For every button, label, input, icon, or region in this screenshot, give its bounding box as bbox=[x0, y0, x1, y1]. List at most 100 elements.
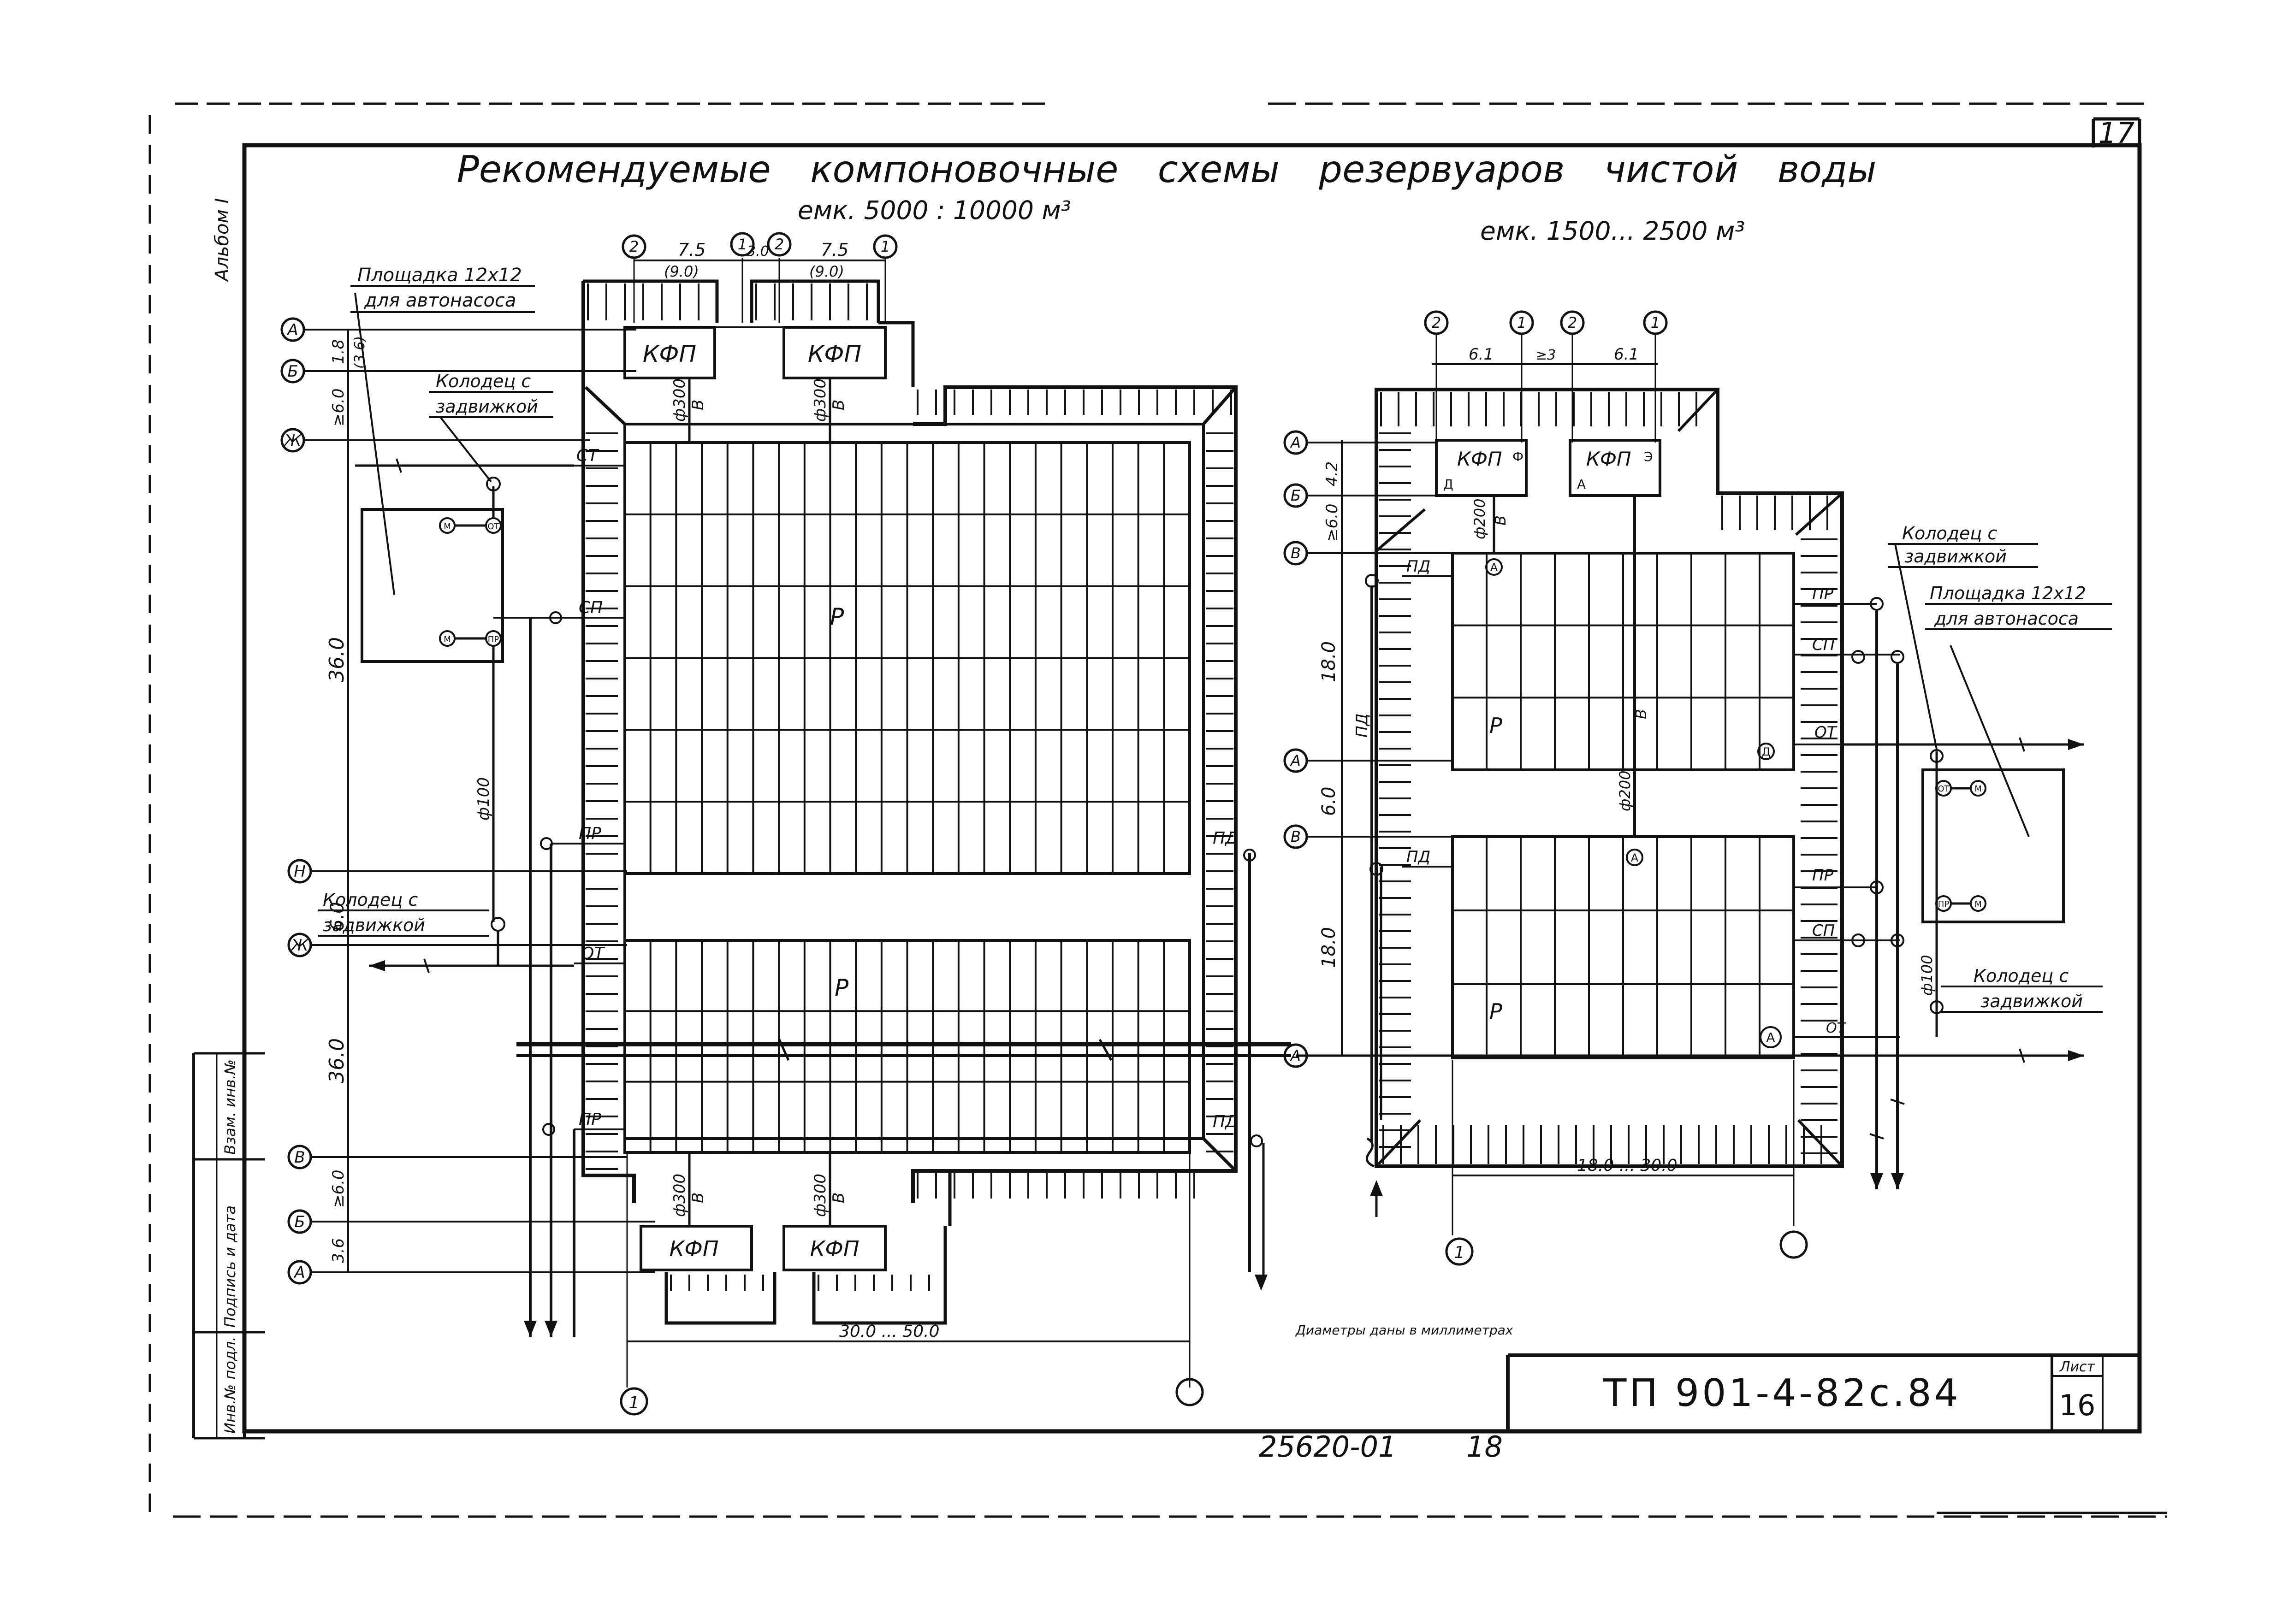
axis-label: А bbox=[1290, 434, 1301, 451]
right-valve-well-bottom-1: Колодец с bbox=[1974, 966, 2069, 986]
left-top-dim-3: 3.0 bbox=[747, 243, 769, 260]
left-bottom-axis-1: 1 bbox=[629, 1394, 640, 1412]
left-valve-well-top-1: Колодец с bbox=[436, 371, 531, 391]
album-label: Альбом I bbox=[212, 198, 233, 283]
axis-label: 1 bbox=[1651, 314, 1660, 331]
right-bottom-dim: 18.0 ... 30.0 bbox=[1577, 1156, 1678, 1175]
axis-label: А bbox=[1290, 1047, 1301, 1064]
left-well-mark-4: ПР bbox=[488, 635, 499, 644]
right-mark-3: А bbox=[1631, 851, 1639, 864]
right-mark-2: Д bbox=[1762, 745, 1771, 758]
right-dim-6-0: 6.0 bbox=[1318, 786, 1340, 816]
title-block bbox=[1506, 1353, 2140, 1431]
right-scheme: КФП КФП Ф Д Э А ф200 В ф200 В Р Р А Д А … bbox=[1283, 310, 2112, 1266]
footnote: Диаметры даны в миллиметрах bbox=[1295, 1323, 1513, 1338]
axis-label: 2 bbox=[1432, 314, 1441, 331]
right-port-pd-1: ПД bbox=[1406, 557, 1430, 576]
pipe-bottom-2-diameter: ф300 bbox=[811, 1174, 830, 1217]
axis-label: Б bbox=[287, 362, 298, 381]
right-platform-label-2: для автонасоса bbox=[1934, 608, 2079, 629]
pipe-bottom-2-letter: В bbox=[830, 1193, 848, 1203]
right-top-dim-1: 6.1 bbox=[1469, 345, 1494, 364]
upper-reservoir-grid bbox=[625, 443, 1190, 874]
right-port-ot-2: ОТ bbox=[1826, 1020, 1847, 1036]
left-bottom-dim: 30.0 ... 50.0 bbox=[839, 1322, 940, 1341]
right-kfp-2-label: КФП bbox=[1586, 448, 1631, 470]
right-dim-18b: 18.0 bbox=[1318, 927, 1340, 968]
inventory-page: 18 bbox=[1466, 1430, 1503, 1464]
right-capacity: емк. 1500... 2500 м³ bbox=[1480, 216, 1745, 246]
axis-bubble bbox=[730, 232, 755, 257]
right-port-sp-1: СП bbox=[1812, 636, 1835, 654]
kfp-top-1-label: КФП bbox=[643, 341, 696, 367]
right-platform-label-1: Площадка 12х12 bbox=[1930, 583, 2086, 603]
port-sp: СП bbox=[579, 598, 603, 617]
sheet-number: 17 bbox=[2098, 116, 2135, 150]
right-port-pr-1: ПР bbox=[1812, 585, 1834, 603]
left-well-mark-3: М bbox=[444, 635, 451, 644]
pipe-top-2-letter: В bbox=[830, 400, 848, 410]
right-top-dim-3: 6.1 bbox=[1614, 345, 1639, 364]
right-pipe-diameter-1: ф200 bbox=[1471, 499, 1488, 539]
left-bank-hatch bbox=[586, 432, 618, 1170]
axis-label: А bbox=[286, 321, 298, 339]
right-upper-reservoir-grid bbox=[1452, 553, 1794, 770]
right-reservoir-upper-label: Р bbox=[1489, 713, 1502, 738]
left-platform-label-2: для автонасоса bbox=[364, 290, 516, 311]
document-code: ТП 901-4-82с.84 bbox=[1603, 1371, 1961, 1415]
list-number: 16 bbox=[2059, 1388, 2096, 1422]
right-port-ot-1: ОТ bbox=[1814, 723, 1838, 742]
axis-bubble bbox=[1643, 310, 1668, 335]
axis-bubble bbox=[873, 234, 898, 259]
left-valve-well-top-2: задвижкой bbox=[436, 396, 538, 417]
right-kfp-1-label: КФП bbox=[1457, 448, 1502, 470]
axis-bubble bbox=[622, 234, 646, 259]
right-dim-18a: 18.0 bbox=[1318, 641, 1340, 682]
left-valve-well-mid-2: задвижкой bbox=[323, 915, 425, 935]
pipe-top-1-letter: В bbox=[689, 400, 707, 410]
left-platform-label-1: Площадка 12х12 bbox=[357, 265, 522, 286]
right-pipe-diameter-2: ф200 bbox=[1616, 771, 1634, 811]
left-reservoir-lower-label: Р bbox=[835, 974, 849, 1001]
right-top-dim-2: ≥3 bbox=[1535, 347, 1556, 363]
right-pipe-letter-2: В bbox=[1632, 709, 1650, 719]
pipe-top-1-diameter: ф300 bbox=[670, 378, 689, 422]
axis-label: Ж bbox=[290, 936, 309, 955]
kfp-top-2-label: КФП bbox=[808, 341, 861, 367]
axis-label: Н bbox=[294, 862, 306, 881]
side-stamp: Инв.№ подл. Подпись и дата Взам. инв.№ bbox=[192, 1052, 265, 1440]
pipe-bottom-1-diameter: ф300 bbox=[670, 1174, 689, 1217]
left-dim-6-0b: ≥6.0 bbox=[329, 1169, 348, 1208]
right-dim-4-2: 4.2 bbox=[1323, 461, 1341, 486]
port-st: СТ bbox=[576, 446, 599, 465]
axis-label: А bbox=[1290, 752, 1301, 769]
left-dim-6-0: 6.0 bbox=[327, 902, 348, 931]
axis-label: 1 bbox=[1517, 314, 1526, 331]
right-well-mark-1: ОТ bbox=[1938, 784, 1950, 794]
left-capacity: емк. 5000 : 10000 м³ bbox=[798, 195, 1071, 225]
right-bank-hatch bbox=[1379, 392, 1838, 1164]
port-pr-2: ПР bbox=[579, 1110, 601, 1129]
right-bank-hatch bbox=[1206, 432, 1233, 1152]
pipe-bottom-1-letter: В bbox=[689, 1193, 707, 1203]
pipe-top-2-diameter: ф300 bbox=[811, 378, 830, 422]
left-well-mark-2: ОТ bbox=[487, 522, 499, 531]
axis-label: 1 bbox=[738, 236, 747, 253]
right-kfp-2-mark-b: А bbox=[1577, 477, 1586, 492]
axis-bubble bbox=[1283, 1043, 1308, 1068]
list-label: Лист bbox=[2059, 1359, 2096, 1375]
right-kfp-2-mark-a: Э bbox=[1644, 449, 1653, 464]
top-bank-hatch bbox=[587, 283, 1232, 415]
left-top-dim-1: 7.5 bbox=[678, 240, 705, 260]
kfp-bottom-1-label: КФП bbox=[670, 1236, 719, 1261]
left-pipe-side-diameter: ф100 bbox=[474, 777, 493, 821]
right-kfp-1-mark-b: Д bbox=[1443, 477, 1453, 492]
inventory-number: 25620-01 bbox=[1259, 1430, 1397, 1464]
right-mark-1: А bbox=[1490, 561, 1498, 574]
right-well-mark-2: М bbox=[1974, 784, 1982, 794]
